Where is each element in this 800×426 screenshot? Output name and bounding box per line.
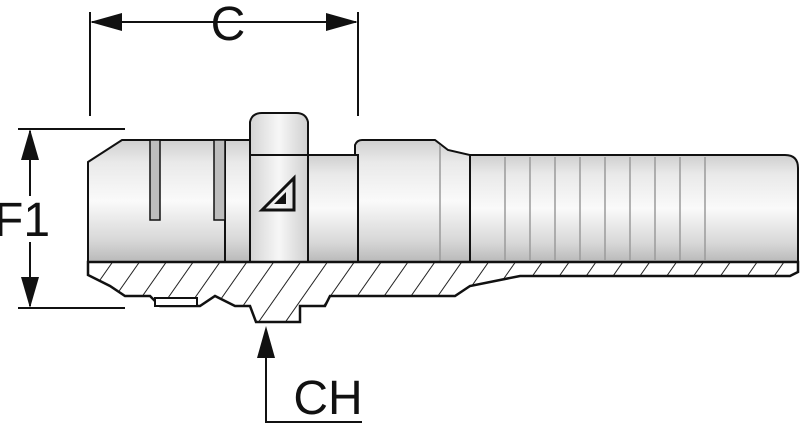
dimension-c-label: C [211,0,246,51]
hatched-section [86,260,800,324]
neck [307,154,359,263]
dimension-c [89,12,359,116]
section-view [86,260,800,324]
hose-stem [469,154,799,263]
thread-groove-1 [149,139,161,221]
hex-nut [249,112,309,263]
dimension-ch [257,326,362,423]
stem-barbs [504,157,706,260]
dimension-ch-label: CH [293,372,362,425]
collar [354,139,471,263]
thread-groove-2 [213,139,226,221]
body-shoulder [224,139,251,263]
o-ring-groove [154,297,198,307]
fitting-body [87,112,799,263]
f1-label-bg [0,196,48,242]
dimension-f1-label: F1 [0,194,50,247]
triangle-brand-icon [258,174,296,212]
